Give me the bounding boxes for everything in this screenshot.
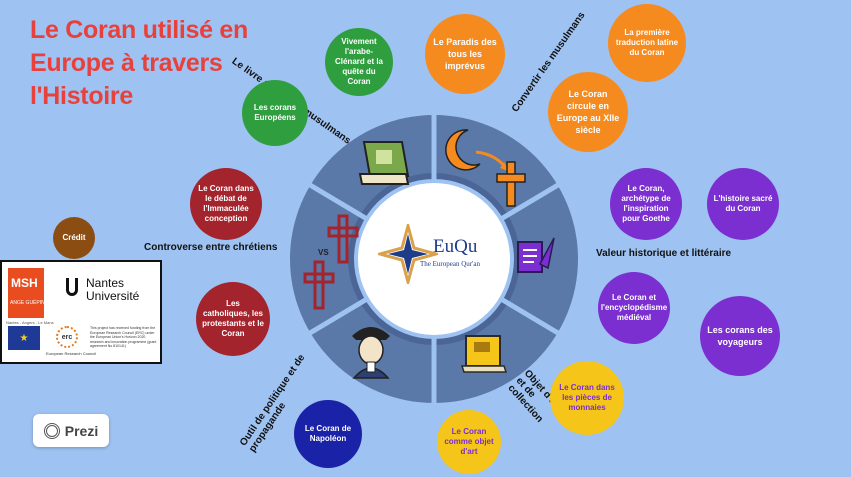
bubble-objet-art[interactable]: Le Coran comme objet d'art <box>437 410 501 474</box>
bubble-coran-napoleon[interactable]: Le Coran de Napoléon <box>294 400 362 468</box>
bubble-coran-goethe[interactable]: Le Coran, archétype de l'inspiration pou… <box>610 168 682 240</box>
bubble-corans-voyageurs[interactable]: Les corans des voyageurs <box>700 296 780 376</box>
coin-book-icon <box>460 335 508 373</box>
msh-logo-subtitle: ANGE GUÉPIN <box>10 300 45 306</box>
euqu-logo-subtitle: The European Qur'an <box>420 260 480 268</box>
bubble-coran-circule[interactable]: Le Coran circule en Europe au XIIe siècl… <box>548 72 628 152</box>
bubble-pieces-monnaies[interactable]: Le Coran dans les pièces de monnaies <box>550 361 624 435</box>
segment-label-left: Controverse entre chrétiens <box>144 242 278 253</box>
bubble-immaculee-conception[interactable]: Le Coran dans le débat de l'Immaculée co… <box>190 168 262 240</box>
msh-logo <box>8 268 44 318</box>
bubble-corans-europeens[interactable]: Les corans Européens <box>242 80 308 146</box>
bubble-vivement-larabe[interactable]: Vivement l'arabe-Clénard et la quête du … <box>325 28 393 96</box>
euqu-logo-text: EuQu <box>433 236 478 257</box>
erc-logo-subtitle: European Research Council <box>46 351 97 356</box>
eu-flag-icon: ★ <box>8 326 40 350</box>
eu-funding-text: This project has received funding from t… <box>90 326 157 348</box>
bubble-encyclopedisme[interactable]: Le Coran et l'encyclopédisme médiéval <box>598 272 670 344</box>
partner-logos: MSH ANGE GUÉPIN Nantes - Angers - Le Man… <box>0 260 162 364</box>
segment-label-right: Valeur historique et littéraire <box>596 248 732 259</box>
nantes-logo-text2: Université <box>86 289 140 303</box>
bubble-paradis-imprevus[interactable]: Le Paradis des tous les imprévus <box>425 14 505 94</box>
quran-book-icon <box>358 141 410 185</box>
crescent-to-cross-icon <box>445 129 526 207</box>
prezi-label: Prezi <box>64 422 99 439</box>
euqu-star-icon <box>378 224 438 284</box>
credit-button[interactable]: Crédit <box>53 217 95 259</box>
nantes-logo-text: Nantes <box>86 276 125 290</box>
napoleon-portrait-icon <box>352 327 390 379</box>
bubble-histoire-sacre[interactable]: L'histoire sacré du Coran <box>707 168 779 240</box>
bubble-catholiques-protestants[interactable]: Les catholiques, les protestants et le C… <box>196 282 270 356</box>
two-crosses-icon <box>303 214 359 310</box>
prezi-button[interactable]: Prezi <box>33 414 109 447</box>
vs-label: VS <box>318 248 329 257</box>
bubble-premiere-traduction[interactable]: La première traduction latine du Coran <box>608 4 686 82</box>
prezi-icon <box>43 422 60 439</box>
erc-logo: erc <box>56 326 78 348</box>
msh-logo-text: MSH <box>11 276 38 290</box>
page-title: Le Coran utilisé en Europe à travers l'H… <box>30 16 248 110</box>
nantes-logo-icon <box>66 278 78 296</box>
scroll-quill-icon <box>517 237 555 273</box>
msh-logo-small: Nantes - Angers - Le Mans <box>6 320 54 325</box>
